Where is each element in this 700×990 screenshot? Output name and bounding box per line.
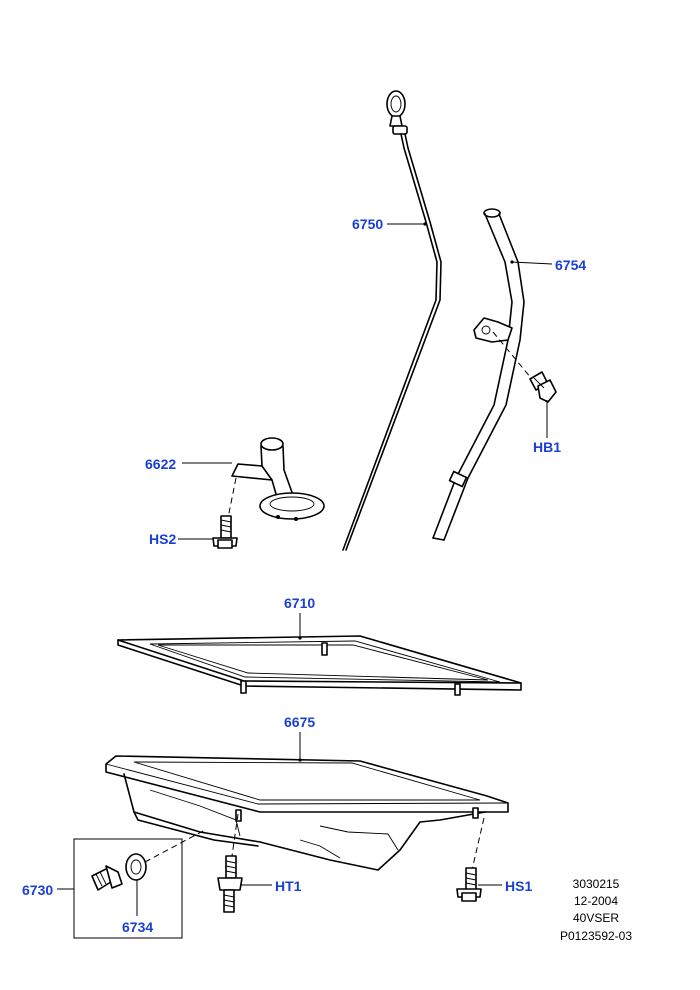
callout-hs2: HS2 [149,531,176,547]
callout-ht1: HT1 [275,878,302,894]
bolt-hs2 [212,515,238,549]
oil-pan [105,755,509,871]
callout-hb1: HB1 [533,439,561,455]
assembly-line-hs2 [227,477,237,519]
ref-line-1: 3030215 [573,877,620,891]
leader-6754 [511,261,553,265]
drain-washer [125,853,147,881]
drain-plug [91,865,123,891]
assembly-line-hb1 [492,331,537,385]
bolt-hb1 [529,371,557,403]
callout-6675: 6675 [284,714,315,730]
callout-hs1: HS1 [505,878,532,894]
leader-dot-6710 [298,636,302,640]
oil-pickup-tube [231,437,325,521]
oil-pan-gasket [117,635,522,696]
stud-ht1 [217,855,243,913]
dipstick [342,90,442,551]
callout-6750: 6750 [352,216,383,232]
assembly-line-hs1 [471,817,485,871]
leader-dot-6750 [423,222,427,226]
ref-line-2: 12-2004 [574,894,618,908]
callout-6622: 6622 [145,456,176,472]
bolt-hs1 [456,867,482,902]
reference-block: 3030215 12-2004 40VSER P0123592-03 [560,877,632,943]
dipstick-tube [432,208,525,541]
assembly-line-drain [144,829,206,863]
ref-line-4: P0123592-03 [560,929,632,943]
callout-6730: 6730 [22,882,53,898]
callout-6710: 6710 [284,595,315,611]
callout-6734: 6734 [122,919,153,935]
leader-dot-6754 [510,260,514,264]
ref-line-3: 40VSER [573,911,619,925]
leader-dot-6675 [298,758,302,762]
callout-6754: 6754 [555,257,586,273]
assembly-line-ht1 [231,813,239,857]
